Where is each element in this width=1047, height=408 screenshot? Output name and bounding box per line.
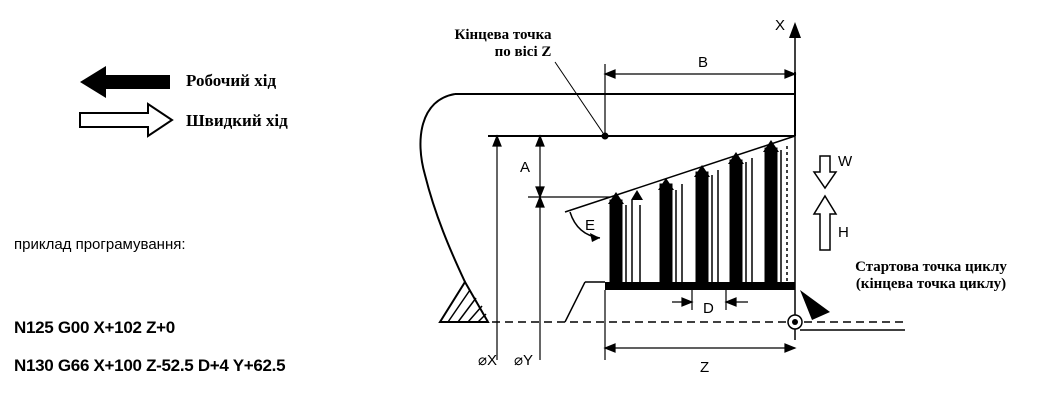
start-point-callout-line1: Стартова точка циклу xyxy=(855,259,1007,275)
groove-arrowheads xyxy=(608,140,779,204)
working-stroke-arrow-icon xyxy=(80,66,170,98)
x-axis-arrow-icon xyxy=(789,22,801,340)
label-dia-y: ⌀Y xyxy=(514,352,533,369)
label-z: Z xyxy=(700,359,709,376)
dim-d xyxy=(672,290,748,310)
dim-diameters xyxy=(492,134,545,360)
cutting-tool-icon xyxy=(800,290,830,320)
dim-z xyxy=(603,343,797,353)
h-arrow-icon xyxy=(812,194,838,251)
rapid-stroke-arrow-icon xyxy=(79,102,174,138)
end-point-callout-line1: Кінцева точка xyxy=(454,27,552,43)
label-e: E xyxy=(585,217,595,234)
start-point-callout: Стартова точка циклу (кінцева точка цикл… xyxy=(826,259,1036,293)
angle-arrow-icon xyxy=(590,233,600,242)
taper-angle-e xyxy=(564,135,796,239)
dim-b xyxy=(603,64,797,136)
program-line-2: N130 G66 X+100 Z-52.5 D+4 Y+62.5 xyxy=(14,356,286,375)
end-point-marker xyxy=(554,61,609,140)
label-d: D xyxy=(703,300,714,317)
label-w: W xyxy=(838,153,853,170)
legend-working-stroke: Робочий хід xyxy=(186,71,277,90)
legend-rapid-stroke: Швидкий хід xyxy=(186,111,288,130)
end-point-callout: Кінцева точка по вісі Z xyxy=(428,27,578,61)
label-h: H xyxy=(838,224,849,241)
chuck-jaw-hatch xyxy=(438,280,490,323)
programming-caption: приклад програмування: xyxy=(14,236,186,253)
w-arrow-icon xyxy=(812,155,838,190)
program-line-1: N125 G00 X+102 Z+0 xyxy=(14,318,175,337)
label-b: B xyxy=(698,54,708,71)
dim-a xyxy=(528,134,610,205)
label-axis-x: X xyxy=(775,17,785,34)
start-point-marker xyxy=(787,314,905,331)
label-a: A xyxy=(520,159,530,176)
groove-paths xyxy=(609,146,788,283)
start-point-callout-line2: (кінцева точка циклу) xyxy=(855,276,1007,292)
label-dia-x: ⌀X xyxy=(478,352,497,369)
end-point-callout-line2: по вісі Z xyxy=(494,44,552,60)
